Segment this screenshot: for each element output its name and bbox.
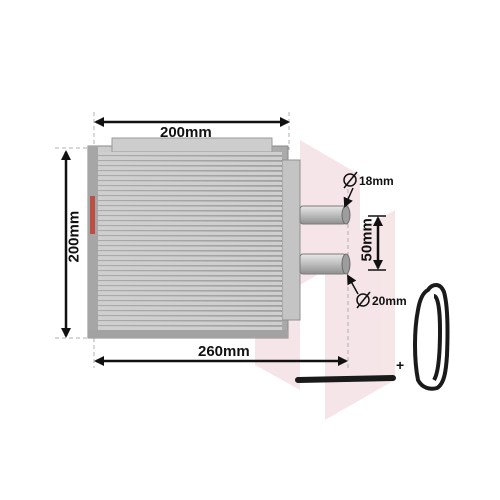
fin-row [98,277,282,280]
fin-row [98,262,282,265]
brand-marking [90,196,95,234]
fin-row [98,227,282,230]
diameter-symbol-upper [343,171,358,189]
pipe-lower [299,253,351,275]
fin-row [98,327,282,330]
fin-row [98,197,282,200]
fin-row [98,162,282,165]
heater-core [87,137,301,339]
leader-upper [343,187,354,208]
fin-row [98,242,282,245]
fin-row [98,272,282,275]
fin-row [98,207,282,210]
dim-label-pipe-upper-diameter: 18mm [359,174,394,188]
heater-left-rail [88,146,98,338]
heater-bottom-rail [88,330,288,338]
fin-row [98,182,282,185]
fin-row [98,212,282,215]
fin-row [98,157,282,160]
fin-row [98,257,282,260]
fin-row [98,152,282,155]
dim-label-bottom-width: 260mm [198,343,250,360]
pipe-upper [299,205,351,225]
leader-lower [347,274,359,295]
fin-row [98,292,282,295]
fin-row [98,322,282,325]
seal-strip [295,375,396,383]
fin-row [98,177,282,180]
gasket-frame [413,283,450,391]
fin-row [98,287,282,290]
dim-label-pipe-spacing: 50mm [358,218,376,262]
heater-fins [98,152,282,331]
fin-row [98,167,282,170]
fin-row [98,297,282,300]
fin-row [98,232,282,235]
fin-row [98,217,282,220]
fin-row [98,192,282,195]
fin-row [98,247,282,250]
diameter-symbol-lower [356,291,371,309]
fin-row [98,222,282,225]
fin-row [98,302,282,305]
fin-row [98,202,282,205]
pipe-spacing-ticks [368,215,386,271]
dim-label-left-height: 200mm [65,210,83,263]
fin-row [98,237,282,240]
heater-side-tank [281,159,301,321]
fin-row [98,312,282,315]
dim-label-top-width: 200mm [160,124,212,141]
fin-row [98,282,282,285]
fin-row [98,307,282,310]
fin-row [98,172,282,175]
fin-row [98,267,282,270]
fin-row [98,187,282,190]
fin-row [98,252,282,255]
accessory-plus-sign: + [396,357,405,373]
fin-row [98,317,282,320]
dim-label-pipe-lower-diameter: 20mm [372,294,407,308]
